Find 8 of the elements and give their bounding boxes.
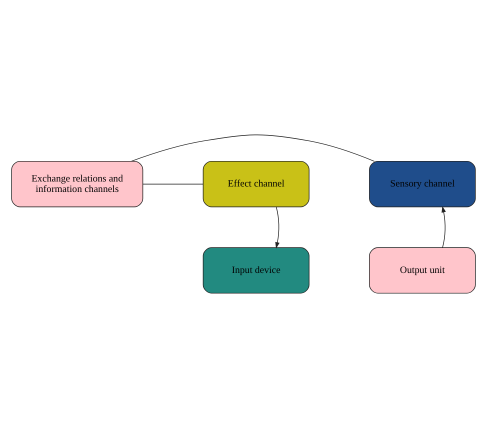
node-box: Exchange relations and information channels [11, 160, 144, 208]
node-box: Effect channel [202, 160, 310, 208]
arrow [442, 206, 446, 248]
connector [130, 134, 375, 162]
node-box: Input device [202, 247, 310, 294]
node-box: Output unit [369, 247, 476, 294]
arrow [275, 206, 280, 249]
node-box: Sensory channel [369, 160, 476, 208]
